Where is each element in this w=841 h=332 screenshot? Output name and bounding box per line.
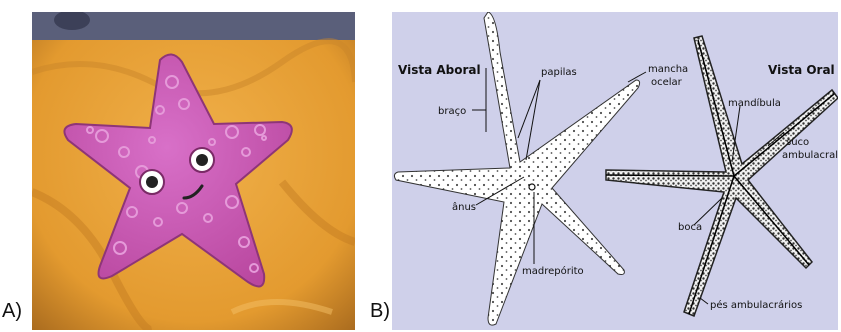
label-mandibula: mandíbula — [728, 97, 781, 109]
title-aboral: Vista Aboral — [398, 63, 481, 77]
label-ambulacral: ambulacral — [782, 150, 838, 161]
label-madreporito: madrepórito — [522, 265, 584, 277]
label-anus: ânus — [452, 201, 476, 213]
label-mancha: mancha — [648, 64, 688, 75]
madreporite-mark — [529, 184, 535, 190]
label-pes-ambulacrarios: pés ambulacrários — [710, 299, 802, 311]
label-boca: boca — [678, 222, 702, 233]
label-braco: braço — [438, 106, 466, 117]
label-suco: suco — [786, 137, 809, 148]
starfish-toy-photo — [32, 12, 355, 330]
starfish-anatomy-diagram: Vista Aboral Vista Oral papilas mancha o… — [392, 12, 838, 330]
panel-label-a: A) — [2, 300, 22, 323]
panel-label-b: B) — [370, 300, 390, 323]
label-papilas: papilas — [541, 67, 577, 78]
label-ocelar: ocelar — [651, 77, 683, 88]
title-oral: Vista Oral — [768, 63, 835, 77]
